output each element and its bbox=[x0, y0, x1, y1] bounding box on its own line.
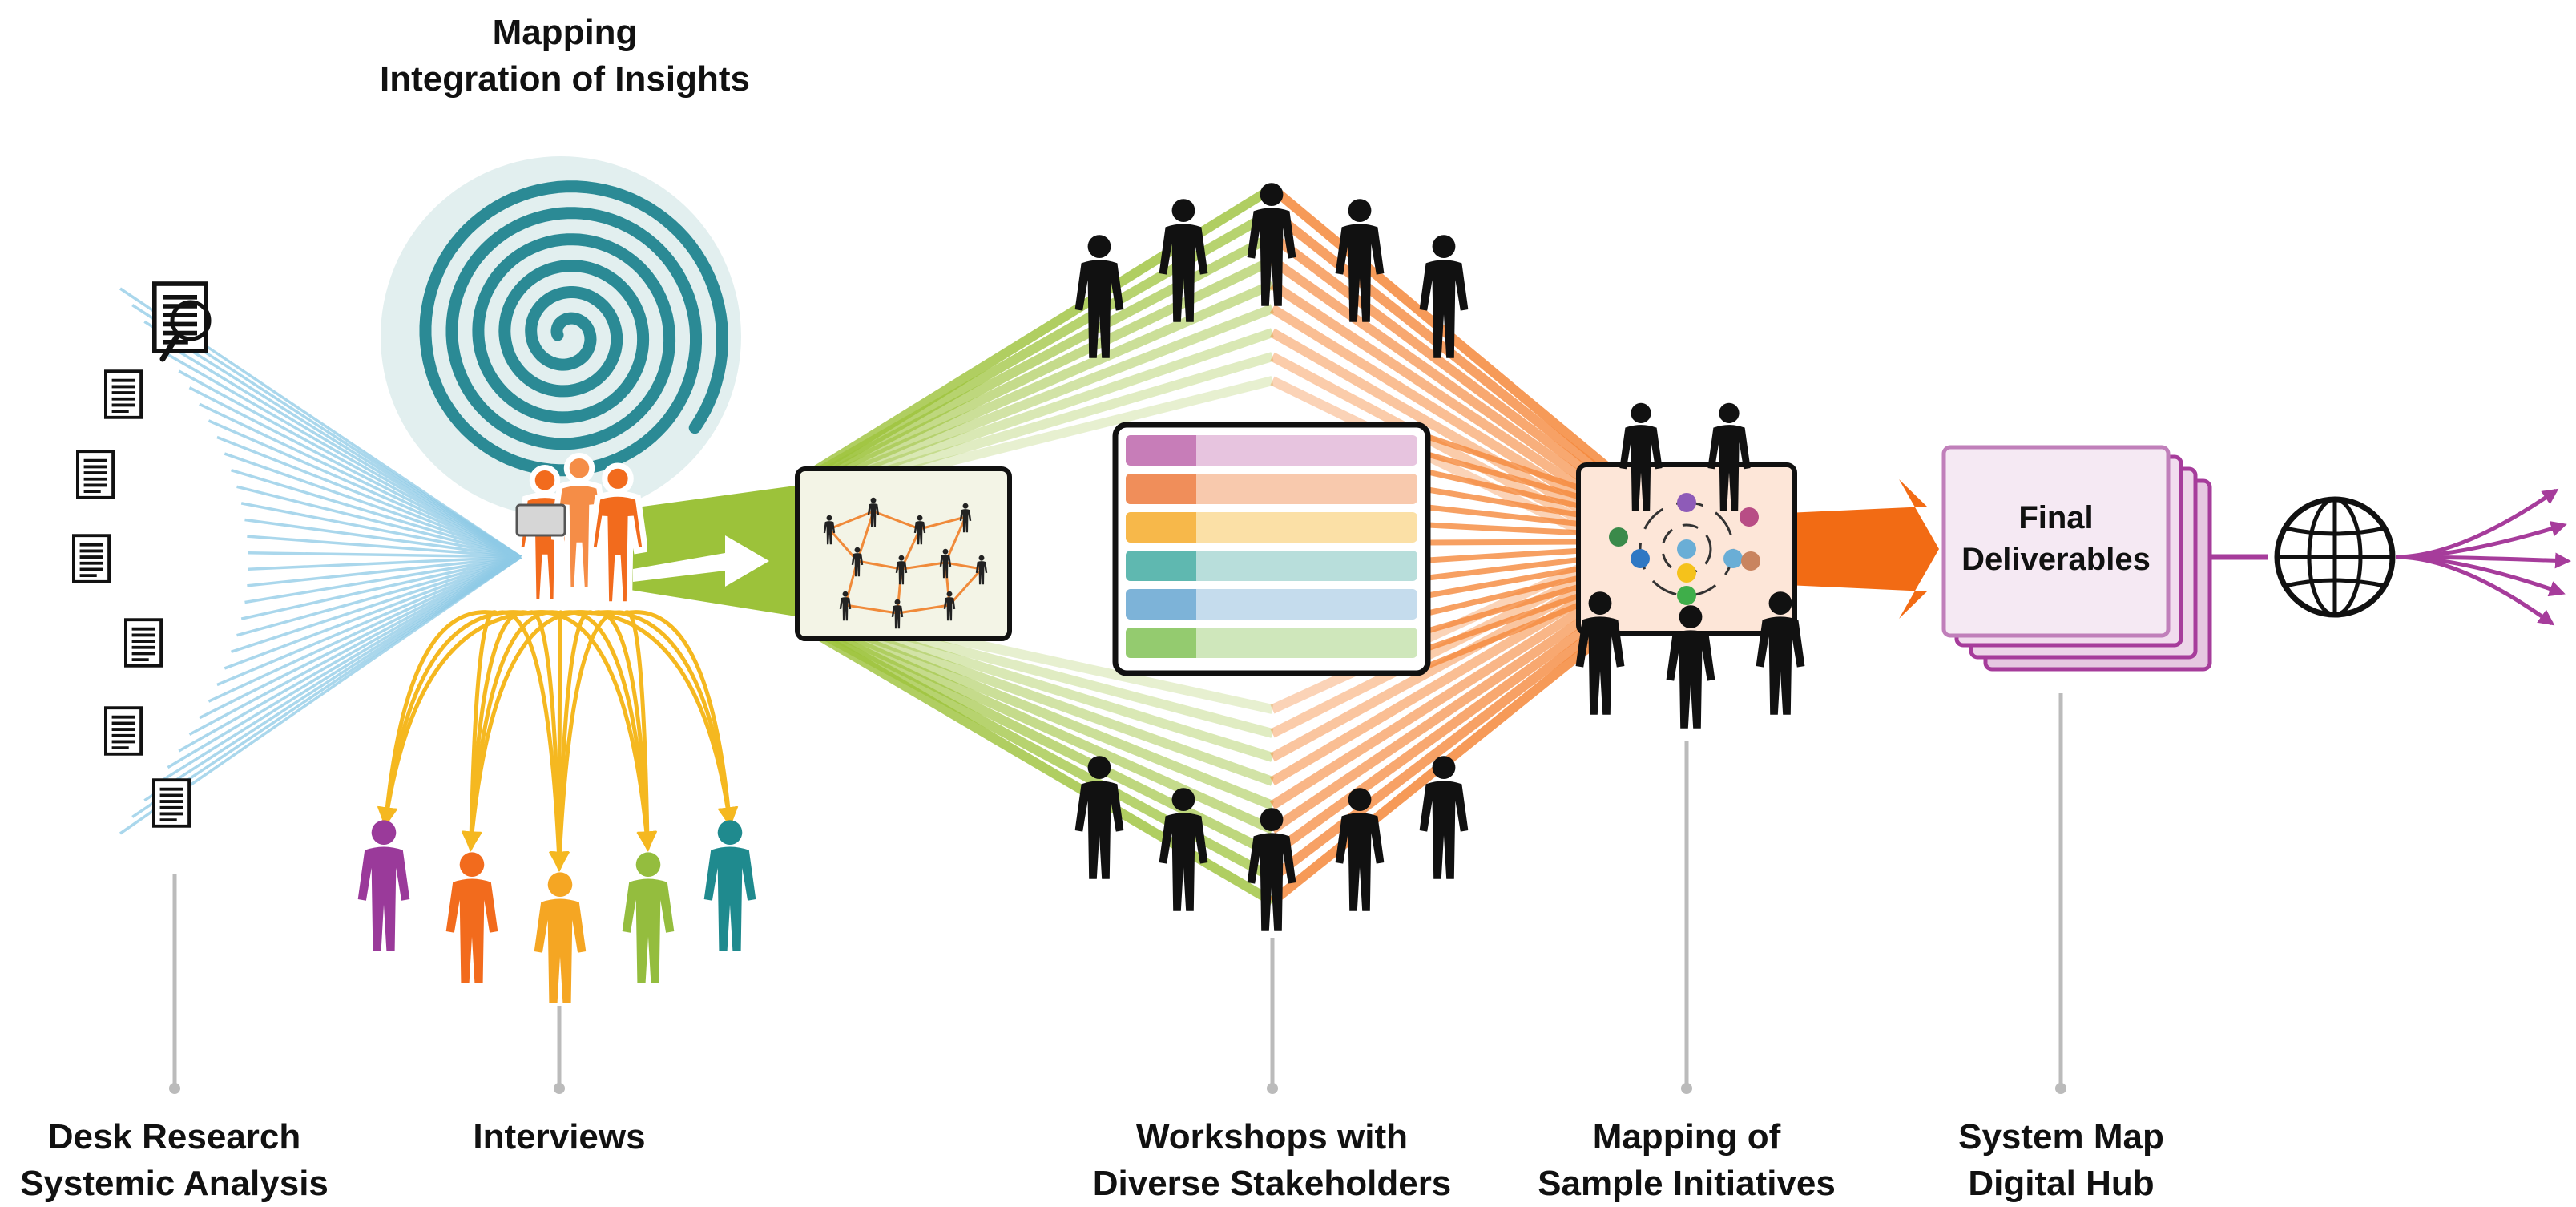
stage-workshops-line-2: Diverse Stakeholders bbox=[1092, 1164, 1452, 1203]
stage-desk-line-2: Systemic Analysis bbox=[20, 1164, 329, 1203]
stage-interviews-line-1: Interviews bbox=[473, 1117, 646, 1157]
interview-team bbox=[515, 456, 645, 604]
page-title: Mapping Integration of Insights bbox=[337, 10, 793, 103]
deliverables-stack bbox=[1941, 445, 2212, 672]
interview-arcs bbox=[377, 610, 739, 872]
table-row bbox=[1126, 551, 1417, 581]
title-line-2: Integration of Insights bbox=[380, 59, 750, 99]
document-icon bbox=[72, 534, 111, 583]
stage-initiatives-line-2: Sample Initiatives bbox=[1538, 1164, 1836, 1203]
cycle-node bbox=[1677, 586, 1696, 605]
stage-label-desk: Desk Research Systemic Analysis bbox=[0, 1114, 349, 1207]
stage-desk-line-1: Desk Research bbox=[47, 1117, 301, 1157]
interviewee-icon bbox=[622, 852, 675, 983]
arrow-icon bbox=[1787, 479, 1939, 619]
cycle-node bbox=[1741, 551, 1760, 571]
table-row bbox=[1126, 435, 1417, 466]
stage-label-workshops: Workshops with Diverse Stakeholders bbox=[1066, 1114, 1478, 1207]
cycle-node bbox=[1677, 493, 1696, 512]
stage-workshops-line-1: Workshops with bbox=[1136, 1117, 1408, 1157]
cycle-node bbox=[1677, 539, 1696, 559]
document-stack bbox=[72, 284, 212, 828]
globe-icon bbox=[2274, 496, 2396, 618]
stage-guide-lines bbox=[169, 693, 2066, 1094]
document-icon bbox=[76, 450, 115, 499]
magnifier-icon bbox=[159, 300, 212, 362]
cycle-node bbox=[1740, 507, 1759, 527]
stage-label-hub: System Map Digital Hub bbox=[1903, 1114, 2219, 1207]
table-row bbox=[1126, 628, 1417, 658]
interviewee-icon bbox=[357, 820, 410, 951]
cycle-node bbox=[1609, 527, 1628, 547]
table-row bbox=[1126, 589, 1417, 620]
workshop-rays bbox=[798, 184, 1610, 906]
arrow-icon bbox=[625, 485, 801, 617]
stage-label-interviews: Interviews bbox=[439, 1114, 679, 1161]
research-rays bbox=[119, 287, 522, 835]
title-line-1: Mapping bbox=[492, 13, 638, 52]
stakeholder-icon bbox=[1159, 788, 1208, 911]
deliverables-line-1: Final bbox=[2018, 500, 2094, 535]
table-row bbox=[1126, 474, 1417, 504]
output-arrows bbox=[2395, 488, 2571, 626]
deliverables-label: Final Deliverables bbox=[1944, 497, 2168, 580]
stage-hub-line-1: System Map bbox=[1958, 1117, 2164, 1157]
document-icon bbox=[155, 284, 206, 351]
document-icon bbox=[104, 706, 143, 756]
spiral-icon bbox=[381, 156, 741, 517]
table-row bbox=[1126, 512, 1417, 543]
cycle-node bbox=[1677, 563, 1696, 583]
interviewee-icon bbox=[534, 872, 587, 1003]
interviewee-icon bbox=[703, 820, 756, 951]
cycle-node bbox=[1631, 549, 1650, 568]
deliverables-line-2: Deliverables bbox=[1961, 542, 2151, 577]
document-icon bbox=[152, 778, 191, 828]
document-icon bbox=[124, 618, 163, 668]
table-icon bbox=[1112, 422, 1431, 676]
cycle-node bbox=[1723, 549, 1743, 568]
stage-initiatives-line-1: Mapping of bbox=[1592, 1117, 1781, 1157]
interviewee-icon bbox=[445, 852, 498, 983]
network-map-icon bbox=[795, 466, 1012, 641]
document-icon bbox=[104, 369, 143, 419]
stage-label-initiatives: Mapping of Sample Initiatives bbox=[1518, 1114, 1855, 1207]
stage-hub-line-2: Digital Hub bbox=[1968, 1164, 2155, 1203]
